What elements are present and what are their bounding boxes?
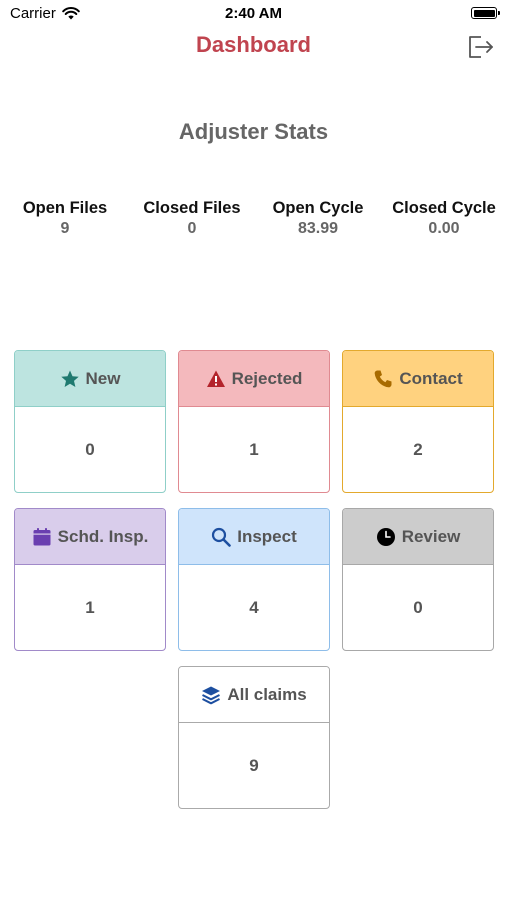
- calendar-icon: [32, 527, 52, 547]
- tile-header: Schd. Insp.: [15, 509, 165, 565]
- battery-tip: [498, 11, 500, 15]
- tile-header: Rejected: [179, 351, 329, 407]
- tile-count: 2: [413, 439, 423, 459]
- tile-label: New: [85, 368, 121, 388]
- tile-header: New: [15, 351, 165, 407]
- stat-open-files: Open Files 9: [2, 199, 128, 238]
- stat-open-cycle: Open Cycle 83.99: [255, 199, 381, 238]
- stat-label: Open Files: [22, 199, 108, 217]
- tile-review[interactable]: Review 0: [342, 508, 494, 651]
- stat-label: Closed Files: [143, 199, 241, 217]
- status-time: 2:40 AM: [225, 5, 282, 22]
- tile-count: 0: [413, 597, 423, 617]
- tile-header: Inspect: [179, 509, 329, 565]
- tile-label: Schd. Insp.: [57, 526, 149, 546]
- tile-inspect[interactable]: Inspect 4: [178, 508, 330, 651]
- carrier-group: Carrier: [10, 5, 80, 22]
- tile-scheduled-inspection[interactable]: Schd. Insp. 1: [14, 508, 166, 651]
- stat-value: 83.99: [297, 220, 339, 237]
- logout-button[interactable]: [465, 32, 495, 62]
- logout-icon: [469, 36, 493, 58]
- stat-value: 0: [187, 220, 197, 237]
- tile-label: Rejected: [231, 368, 303, 388]
- phone-icon: [373, 369, 393, 389]
- battery-fill: [473, 9, 495, 17]
- tile-label: All claims: [227, 684, 307, 704]
- stat-closed-files: Closed Files 0: [129, 199, 255, 238]
- tile-label: Inspect: [237, 526, 297, 546]
- warning-icon: [206, 369, 226, 389]
- carrier-label: Carrier: [10, 5, 56, 22]
- stat-value: 0.00: [428, 220, 460, 237]
- tile-header: All claims: [179, 667, 329, 723]
- tile-new[interactable]: New 0: [14, 350, 166, 493]
- tile-count: 4: [249, 597, 259, 617]
- tile-count: 1: [85, 597, 95, 617]
- stat-label: Closed Cycle: [392, 199, 496, 217]
- tile-count: 0: [85, 439, 95, 459]
- tile-header: Contact: [343, 351, 493, 407]
- nav-bar: Dashboard: [0, 28, 507, 64]
- battery-icon: [471, 7, 500, 19]
- tile-count: 1: [249, 439, 259, 459]
- layers-icon: [201, 685, 221, 705]
- star-icon: [60, 369, 80, 389]
- stats-row: Open Files 9 Closed Files 0 Open Cycle 8…: [0, 199, 507, 243]
- stat-value: 9: [60, 220, 70, 237]
- tile-contact[interactable]: Contact 2: [342, 350, 494, 493]
- page-title: Dashboard: [196, 32, 311, 57]
- tile-rejected[interactable]: Rejected 1: [178, 350, 330, 493]
- stat-closed-cycle: Closed Cycle 0.00: [381, 199, 507, 238]
- tile-count: 9: [249, 755, 259, 775]
- stat-label: Open Cycle: [272, 199, 364, 217]
- status-bar: Carrier 2:40 AM: [0, 0, 507, 28]
- adjuster-stats-title: Adjuster Stats: [178, 119, 329, 144]
- tile-label: Contact: [399, 368, 463, 388]
- tile-all-claims[interactable]: All claims 9: [178, 666, 330, 809]
- clock-icon: [376, 527, 396, 547]
- search-icon: [211, 527, 232, 547]
- wifi-icon: [62, 7, 80, 20]
- tile-label: Review: [401, 526, 461, 546]
- tile-header: Review: [343, 509, 493, 565]
